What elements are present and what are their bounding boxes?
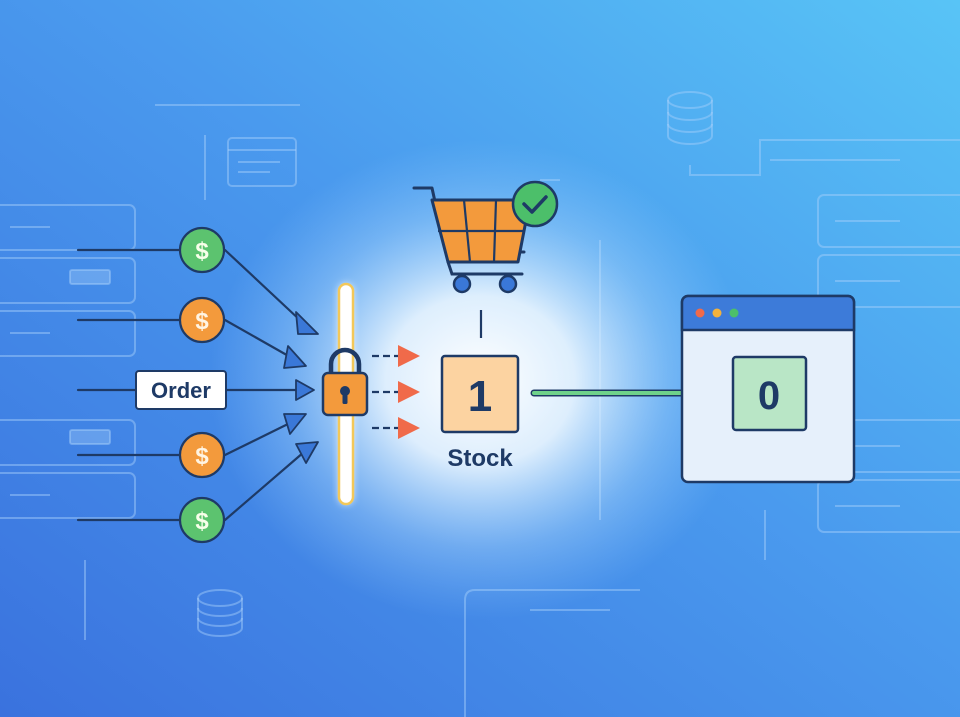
lock-output-lines [372,345,420,439]
browser-window-icon [227,137,297,187]
dollar-coin-icon: $ [178,296,226,344]
display-value: 0 [758,374,780,418]
database-icon [197,589,243,637]
arrowhead [398,345,420,367]
coin-symbol: $ [195,308,209,335]
request-arrowheads [283,311,319,464]
display-box: 0 [731,355,808,432]
lock-icon [321,347,369,417]
order-tag: Order [135,370,227,410]
server-rack-icon [0,204,136,519]
stock-box: 1 [440,354,520,434]
shopping-cart-icon [412,186,532,294]
order-label: Order [151,378,211,403]
window-minimize-dot [712,308,722,318]
dollar-coin-icon: $ [178,431,226,479]
dollar-coin-icon: $ [178,496,226,544]
background-decorations [0,91,960,717]
dollar-coin-icon: $ [178,226,226,274]
window-close-dot [695,308,705,318]
coin-symbol: $ [195,238,209,265]
stock-label: Stock [447,445,513,472]
arrowhead [398,417,420,439]
database-icon [667,91,713,145]
checkmark-badge-icon [511,180,559,228]
stock-value: 1 [468,372,492,421]
incoming-requests [76,248,306,522]
coin-symbol: $ [195,443,209,470]
arrowhead [398,381,420,403]
coin-symbol: $ [195,508,209,535]
window-maximize-dot [729,308,739,318]
